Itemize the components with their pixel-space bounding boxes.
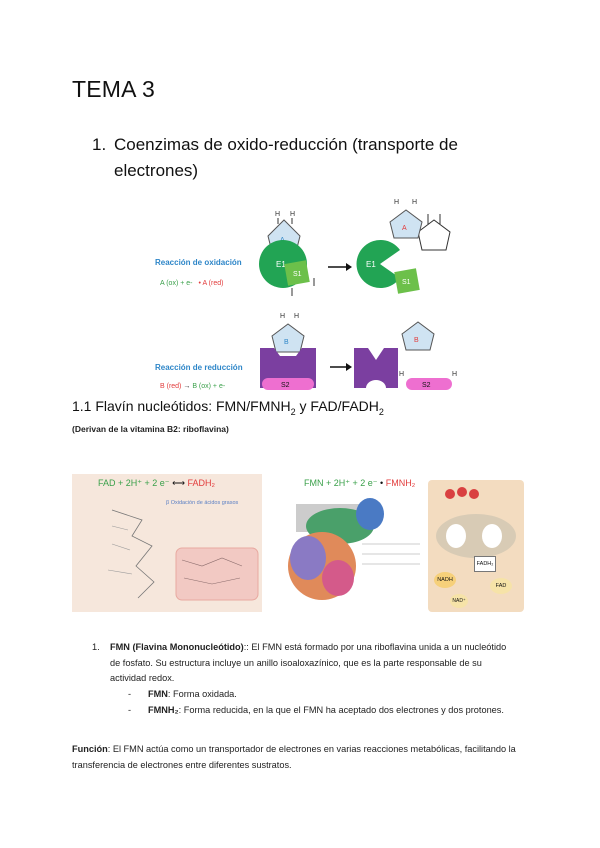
- mol-b-released: [401, 321, 435, 351]
- function-text: : El FMN actúa como un transportador de …: [72, 744, 516, 770]
- substrate-s2-label: S2: [422, 382, 431, 389]
- fmn-equation: FMN + 2H⁺ + 2 e⁻ • FMNH₂: [304, 478, 416, 488]
- h-atom: H: [399, 371, 404, 378]
- mol-a-left: [417, 214, 451, 251]
- substrate-s2-right: [406, 378, 452, 390]
- cell-diagram: [436, 487, 516, 558]
- subsection-title: 1.1 Flavín nucleótidos: FMN/FMNH2 y FAD/…: [72, 398, 384, 417]
- h-atom: H: [394, 199, 399, 206]
- substrate-s1-left: [284, 260, 310, 286]
- reduction-eq-left: B (red): [160, 383, 182, 390]
- fad-inset-label: β Oxidación de ácidos grasos: [166, 500, 239, 506]
- fadh2-label: FADH₂: [474, 556, 496, 572]
- function-label: Función: [72, 744, 108, 754]
- section-number: 1.: [92, 135, 107, 154]
- fad-structure-drawing: [107, 509, 259, 601]
- substrate-s2-label: S2: [281, 382, 290, 389]
- fad-figure: FAD + 2H⁺ + 2 e⁻ ⟷ FADH₂ β Oxidación de …: [72, 474, 262, 612]
- substrate-s1-label: S1: [293, 271, 302, 278]
- redox-diagram: A H H E1 S1 E1 S1 A H H H H B S2 B S2 H …: [259, 199, 457, 390]
- section-title: Coenzimas de oxido-reducción (transporte…: [114, 135, 458, 180]
- mol-b-left: [271, 323, 305, 353]
- h-atom: H: [275, 211, 280, 218]
- h-atom: H: [294, 313, 299, 320]
- mol-a-label: A: [402, 225, 407, 232]
- h-atom: H: [452, 371, 457, 378]
- enzyme-e1-label: E1: [366, 260, 376, 269]
- oxidation-label: Reacción de oxidación: [155, 258, 242, 267]
- h-atom: H: [280, 313, 285, 320]
- oxidation-eq-right: A (red): [202, 280, 224, 287]
- oxidation-eq-left: A (ox) + e-: [160, 280, 193, 287]
- mol-b-label: B: [414, 337, 419, 344]
- section-heading: 1. Coenzimas de oxido-reducción (transpo…: [92, 132, 512, 184]
- fad-label: FAD: [490, 578, 512, 594]
- page-title: TEMA 3: [72, 76, 156, 102]
- sub-item-fmn: - FMN: Forma oxidada.: [128, 689, 237, 699]
- list-number: 1.: [92, 642, 100, 652]
- mol-b-label: B: [284, 339, 289, 346]
- list-item-fmn: 1. FMN (Flavina Mononucleótido):: El FMN…: [92, 640, 512, 687]
- nad-label: NAD⁺: [450, 594, 468, 608]
- cell-figure: NADH NAD⁺ FADH₂ FAD: [428, 480, 524, 612]
- substrate-s1-right: [394, 268, 420, 294]
- h-atom: H: [412, 199, 417, 206]
- list-definition: :: El FMN está formado por una riboflavi…: [110, 642, 507, 683]
- list-term: FMN (Flavina Mononucleótido): [110, 642, 244, 652]
- derivation-note: (Derivan de la vitamina B2: riboflavina): [72, 424, 229, 434]
- enzyme-e1-label: E1: [276, 260, 286, 269]
- substrate-s1-label: S1: [402, 279, 411, 286]
- nadh-label: NADH: [434, 572, 456, 588]
- protein-complex-image: [288, 498, 420, 600]
- substrate-s2-left: [262, 378, 314, 390]
- fmn-figure: FMN + 2H⁺ + 2 e⁻ • FMNH₂: [270, 474, 425, 612]
- reduction-eq-right: B (ox) + e-: [192, 383, 226, 390]
- sub-item-fmnh2: - FMNH₂: Forma reducida, en la que el FM…: [128, 705, 504, 715]
- mol-a-released: [389, 209, 423, 239]
- function-paragraph: Función: El FMN actúa como un transporta…: [72, 742, 522, 773]
- enzyme-purple-right: [354, 348, 398, 388]
- h-atom: H: [290, 211, 295, 218]
- fad-equation: FAD + 2H⁺ + 2 e⁻ ⟷ FADH₂: [98, 478, 215, 488]
- enzyme-e1-right: [356, 240, 400, 288]
- reduction-label: Reacción de reducción: [155, 363, 243, 372]
